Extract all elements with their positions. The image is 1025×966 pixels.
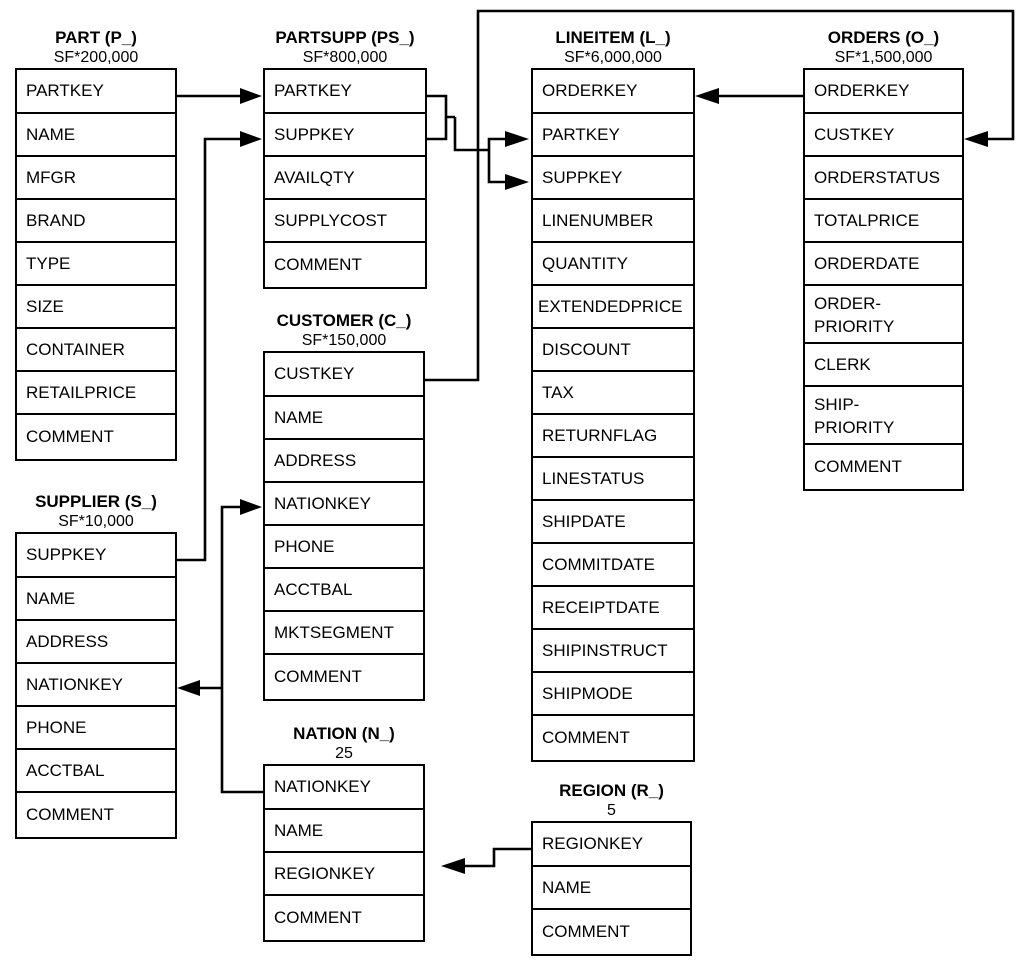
attr-orders-totalprice[interactable]: TOTALPRICE — [805, 200, 962, 243]
entity-customer-cardinality: SF*150,000 — [301, 332, 387, 349]
attr-part-brand[interactable]: BRAND — [17, 200, 175, 243]
attr-customer-comment[interactable]: COMMENT — [265, 655, 423, 699]
attr-orders-clerk[interactable]: CLERK — [805, 344, 962, 387]
attr-lineitem-orderkey[interactable]: ORDERKEY — [533, 70, 693, 114]
attr-part-comment[interactable]: COMMENT — [17, 415, 175, 459]
entity-supplier-box: SUPPKEY NAME ADDRESS NATIONKEY PHONE ACC… — [15, 532, 177, 839]
entity-region-title: REGION (R_) — [559, 781, 664, 800]
attr-lineitem-comment[interactable]: COMMENT — [533, 716, 693, 760]
attr-supplier-suppkey[interactable]: SUPPKEY — [17, 534, 175, 578]
entity-nation-box: NATIONKEY NAME REGIONKEY COMMENT — [263, 764, 425, 942]
attr-customer-mktsegment[interactable]: MKTSEGMENT — [265, 612, 423, 655]
attr-nation-regionkey[interactable]: REGIONKEY — [265, 853, 423, 896]
attr-orders-orderdate[interactable]: ORDERDATE — [805, 243, 962, 286]
attr-partsupp-availqty[interactable]: AVAILQTY — [265, 157, 425, 200]
attr-orders-orderstatus[interactable]: ORDERSTATUS — [805, 157, 962, 200]
entity-lineitem: LINEITEM (L_) SF*6,000,000 ORDERKEY PART… — [531, 28, 695, 762]
attr-lineitem-suppkey[interactable]: SUPPKEY — [533, 157, 693, 200]
attr-part-mfgr[interactable]: MFGR — [17, 157, 175, 200]
entity-region-cardinality: 5 — [607, 802, 616, 819]
attr-customer-acctbal[interactable]: ACCTBAL — [265, 569, 423, 612]
attr-customer-phone[interactable]: PHONE — [265, 526, 423, 569]
entity-partsupp: PARTSUPP (PS_) SF*800,000 PARTKEY SUPPKE… — [263, 28, 427, 289]
connector-supplier-to-partsupp — [177, 131, 262, 562]
attr-supplier-name[interactable]: NAME — [17, 578, 175, 621]
attr-lineitem-extendedprice[interactable]: EXTENDEDPRICE — [533, 286, 693, 329]
attr-lineitem-linenumber[interactable]: LINENUMBER — [533, 200, 693, 243]
attr-lineitem-linestatus[interactable]: LINESTATUS — [533, 458, 693, 501]
attr-part-container[interactable]: CONTAINER — [17, 329, 175, 372]
attr-customer-name[interactable]: NAME — [265, 397, 423, 440]
entity-nation-title: NATION (N_) — [293, 724, 395, 743]
attr-nation-nationkey[interactable]: NATIONKEY — [265, 766, 423, 810]
connector-partsupp-to-lineitem — [427, 94, 529, 190]
entity-customer-title: CUSTOMER (C_) — [276, 311, 412, 330]
entity-nation-cardinality: 25 — [335, 745, 353, 762]
entity-orders: ORDERS (O_) SF*1,500,000 ORDERKEY CUSTKE… — [803, 28, 964, 491]
connector-region-to-nation — [441, 847, 531, 874]
entity-partsupp-cardinality: SF*800,000 — [302, 49, 388, 66]
entity-orders-box: ORDERKEY CUSTKEY ORDERSTATUS TOTALPRICE … — [803, 68, 964, 491]
attr-partsupp-comment[interactable]: COMMENT — [265, 243, 425, 287]
entity-region: REGION (R_) 5 REGIONKEY NAME COMMENT — [531, 781, 692, 956]
entity-part-title: PART (P_) — [55, 28, 137, 47]
attr-lineitem-discount[interactable]: DISCOUNT — [533, 329, 693, 372]
entity-orders-title: ORDERS (O_) — [827, 28, 940, 47]
attr-supplier-acctbal[interactable]: ACCTBAL — [17, 750, 175, 793]
connector-nation-to-customer-supplier — [177, 499, 263, 794]
entity-customer: CUSTOMER (C_) SF*150,000 CUSTKEY NAME AD… — [263, 311, 425, 701]
connector-part-to-partsupp — [177, 88, 262, 104]
attr-lineitem-partkey[interactable]: PARTKEY — [533, 114, 693, 157]
attr-partsupp-suppkey[interactable]: SUPPKEY — [265, 114, 425, 157]
attr-partsupp-partkey[interactable]: PARTKEY — [265, 70, 425, 114]
attr-supplier-address[interactable]: ADDRESS — [17, 621, 175, 664]
attr-part-size[interactable]: SIZE — [17, 286, 175, 329]
attr-supplier-comment[interactable]: COMMENT — [17, 793, 175, 837]
attr-region-regionkey[interactable]: REGIONKEY — [533, 823, 690, 867]
attr-part-retailprice[interactable]: RETAILPRICE — [17, 372, 175, 415]
attr-orders-custkey[interactable]: CUSTKEY — [805, 114, 962, 157]
entity-part-box: PARTKEY NAME MFGR BRAND TYPE SIZE CONTAI… — [15, 68, 177, 461]
entity-partsupp-box: PARTKEY SUPPKEY AVAILQTY SUPPLYCOST COMM… — [263, 68, 427, 289]
attr-supplier-nationkey[interactable]: NATIONKEY — [17, 664, 175, 707]
attr-supplier-phone[interactable]: PHONE — [17, 707, 175, 750]
connector-orders-to-lineitem — [695, 88, 803, 104]
attr-nation-comment[interactable]: COMMENT — [265, 896, 423, 940]
entity-part-cardinality: SF*200,000 — [53, 49, 139, 66]
attr-lineitem-returnflag[interactable]: RETURNFLAG — [533, 415, 693, 458]
entity-supplier-cardinality: SF*10,000 — [58, 513, 134, 530]
entity-nation: NATION (N_) 25 NATIONKEY NAME REGIONKEY … — [263, 724, 425, 942]
attr-lineitem-tax[interactable]: TAX — [533, 372, 693, 415]
attr-part-type[interactable]: TYPE — [17, 243, 175, 286]
attr-customer-address[interactable]: ADDRESS — [265, 440, 423, 483]
entity-customer-box: CUSTKEY NAME ADDRESS NATIONKEY PHONE ACC… — [263, 351, 425, 701]
attr-region-name[interactable]: NAME — [533, 867, 690, 910]
entity-lineitem-title: LINEITEM (L_) — [555, 28, 671, 47]
attr-lineitem-quantity[interactable]: QUANTITY — [533, 243, 693, 286]
attr-customer-nationkey[interactable]: NATIONKEY — [265, 483, 423, 526]
attr-orders-orderpriority[interactable]: ORDER- PRIORITY — [805, 286, 962, 344]
attr-orders-orderkey[interactable]: ORDERKEY — [805, 70, 962, 114]
attr-lineitem-receiptdate[interactable]: RECEIPTDATE — [533, 587, 693, 630]
attr-lineitem-shipinstruct[interactable]: SHIPINSTRUCT — [533, 630, 693, 673]
entity-lineitem-box: ORDERKEY PARTKEY SUPPKEY LINENUMBER QUAN… — [531, 68, 695, 762]
attr-partsupp-supplycost[interactable]: SUPPLYCOST — [265, 200, 425, 243]
entity-part: PART (P_) SF*200,000 PARTKEY NAME MFGR B… — [15, 28, 177, 461]
entity-region-box: REGIONKEY NAME COMMENT — [531, 821, 692, 956]
entity-lineitem-cardinality: SF*6,000,000 — [564, 49, 662, 66]
attr-region-comment[interactable]: COMMENT — [533, 910, 690, 954]
attr-part-partkey[interactable]: PARTKEY — [17, 70, 175, 114]
entity-supplier-title: SUPPLIER (S_) — [35, 492, 157, 511]
attr-lineitem-shipdate[interactable]: SHIPDATE — [533, 501, 693, 544]
attr-part-name[interactable]: NAME — [17, 114, 175, 157]
attr-lineitem-shipmode[interactable]: SHIPMODE — [533, 673, 693, 716]
attr-nation-name[interactable]: NAME — [265, 810, 423, 853]
entity-supplier: SUPPLIER (S_) SF*10,000 SUPPKEY NAME ADD… — [15, 492, 177, 839]
attr-orders-shippriority[interactable]: SHIP- PRIORITY — [805, 387, 962, 445]
entity-partsupp-title: PARTSUPP (PS_) — [275, 28, 415, 47]
attr-customer-custkey[interactable]: CUSTKEY — [265, 353, 423, 397]
attr-lineitem-commitdate[interactable]: COMMITDATE — [533, 544, 693, 587]
attr-orders-comment[interactable]: COMMENT — [805, 445, 962, 489]
entity-orders-cardinality: SF*1,500,000 — [834, 49, 933, 66]
